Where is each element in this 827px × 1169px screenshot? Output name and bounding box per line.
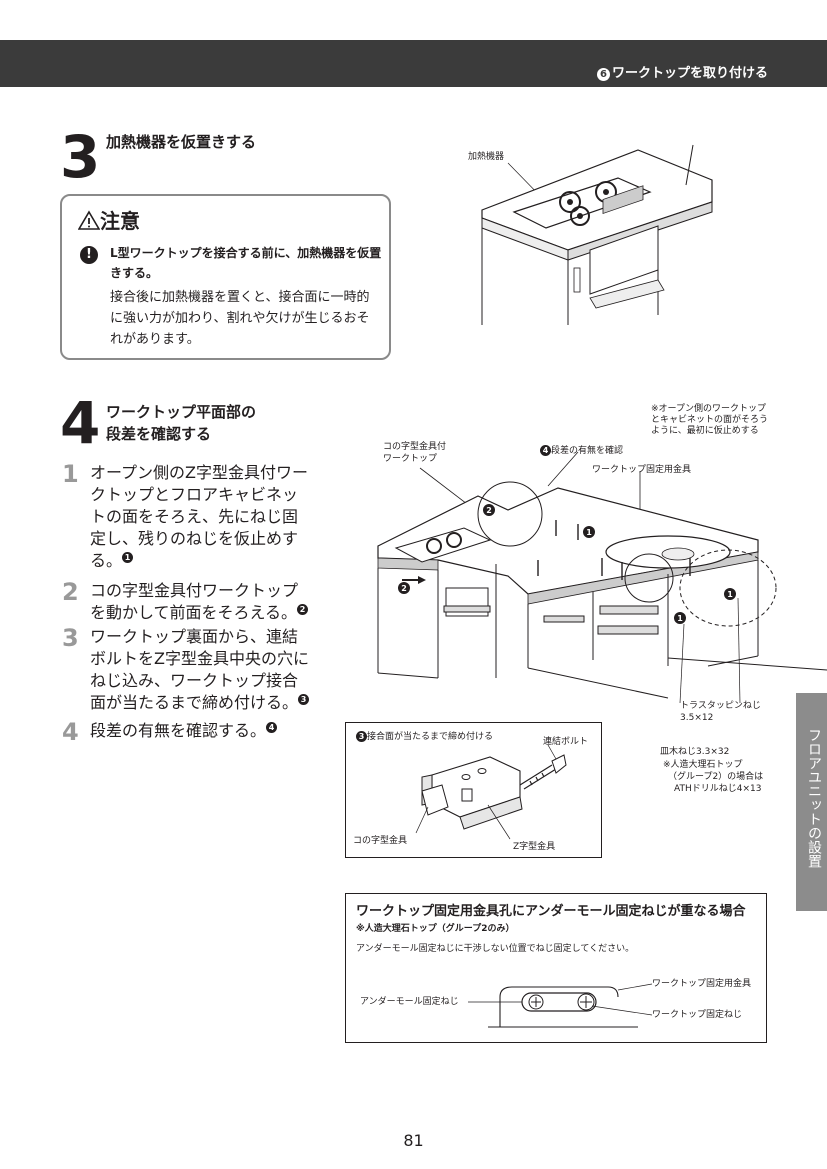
label-flat-screw-1: 皿木ねじ3.3×32 — [660, 747, 730, 757]
note-open-side: ※オープン側のワークトップとキャビネットの面がそろうように、最初に仮止めする — [651, 404, 769, 436]
bracket-illustration — [415, 745, 567, 840]
section-badge: 6 — [596, 68, 610, 81]
screw-slot-illustration — [468, 983, 653, 1028]
list-item-1: オープン側のZ字型金具付ワークトップとフロアキャビネットの面をそろえ、先にねじ固… — [90, 463, 309, 570]
diagram-marker-1b: 1 — [727, 590, 733, 599]
info-box-title: ワークトップ固定用金具孔にアンダーモール固定ねじが重なる場合 — [356, 904, 746, 919]
step3-title: 加熱機器を仮置きする — [106, 133, 257, 151]
label-flat-screw-4: ATHドリルねじ4×13 — [674, 784, 762, 794]
ref-marker: 2 — [297, 603, 309, 615]
chapter-side-tab-label: フロアユニットの設置 — [806, 728, 822, 868]
page-number: 81 — [403, 1131, 424, 1150]
cabinet-assembly-illustration: 2 1 2 1 1 — [377, 451, 827, 704]
chapter-side-tab — [796, 693, 827, 911]
caution-bold-text: L型ワークトップを接合する前に、加熱機器を仮置きする。 — [110, 246, 382, 280]
list-item-2: コの字型金具付ワークトップを動かして前面をそろえる。2 — [90, 580, 312, 624]
diagram-marker-1c: 1 — [677, 614, 683, 623]
label-flat-screw-2: ※人造大理石トップ — [663, 760, 743, 770]
caution-body-text: 接合後に加熱機器を置くと、接合面に一時的に強い力が加わり、割れや欠けが生じるおそ… — [110, 290, 370, 347]
cooktop-illustration — [481, 144, 713, 325]
caution-box — [60, 194, 391, 360]
info-box-under-mould — [345, 893, 767, 1043]
list-number-4: 4 — [62, 718, 79, 746]
ref-marker: 4 — [266, 721, 278, 733]
list-number-1: 1 — [62, 460, 79, 488]
marker-4: 4 — [540, 445, 551, 456]
info-box-note: アンダーモール固定ねじに干渉しない位置でねじ固定してください。 — [356, 944, 635, 954]
ref-marker: 3 — [298, 693, 310, 705]
ref-marker: 1 — [122, 551, 134, 563]
list-item-3: ワークトップ裏面から、連結ボルトをZ字型金具中央の穴にねじ込み、ワークトップ接合… — [90, 627, 310, 712]
step4-title-line1: ワークトップ平面部の — [106, 403, 257, 421]
warning-triangle-icon — [78, 210, 100, 230]
diagram-marker-2a: 2 — [486, 506, 492, 515]
step4-number: 4 — [60, 389, 101, 457]
label-under-mould-screw: アンダーモール固定ねじ — [360, 997, 459, 1007]
label-fixing-bracket: ワークトップ固定用金具 — [592, 465, 692, 475]
label-fixing-bracket-2: ワークトップ固定用金具 — [652, 979, 752, 989]
label-worktop-screw: ワークトップ固定ねじ — [652, 1010, 743, 1020]
label-flat-screw-3: （グループ2）の場合は — [668, 772, 764, 782]
label-ko-bracket: コの字型金具 — [353, 836, 408, 846]
label-truss-screw-2: 3.5×12 — [680, 713, 714, 723]
diagram-marker-1a: 1 — [586, 528, 592, 537]
step4-title-line2: 段差を確認する — [106, 425, 212, 443]
detail-box-tightening — [345, 722, 602, 858]
header-band — [0, 40, 827, 87]
info-box-subtitle: ※人造大理石トップ（グループ2のみ） — [356, 924, 515, 934]
exclamation-icon: ! — [80, 246, 98, 264]
list-number-3: 3 — [62, 624, 79, 652]
diagram-marker-2b: 2 — [401, 584, 407, 593]
label-heating-appliance: 加熱機器 — [468, 152, 505, 162]
label-truss-screw-1: トラスタッピンねじ — [680, 701, 761, 711]
label-z-bracket: Z字型金具 — [513, 842, 556, 852]
label-ko-worktop-1: コの字型金具付 — [383, 442, 447, 452]
label-ko-worktop-2: ワークトップ — [383, 454, 438, 464]
label-bolt: 連結ボルト — [543, 737, 589, 747]
step3-number: 3 — [60, 123, 101, 191]
list-number-2: 2 — [62, 578, 79, 606]
marker-3: 3 — [356, 731, 367, 742]
list-item-4: 段差の有無を確認する。4 — [90, 720, 312, 742]
caution-title: 注意 — [78, 205, 140, 234]
